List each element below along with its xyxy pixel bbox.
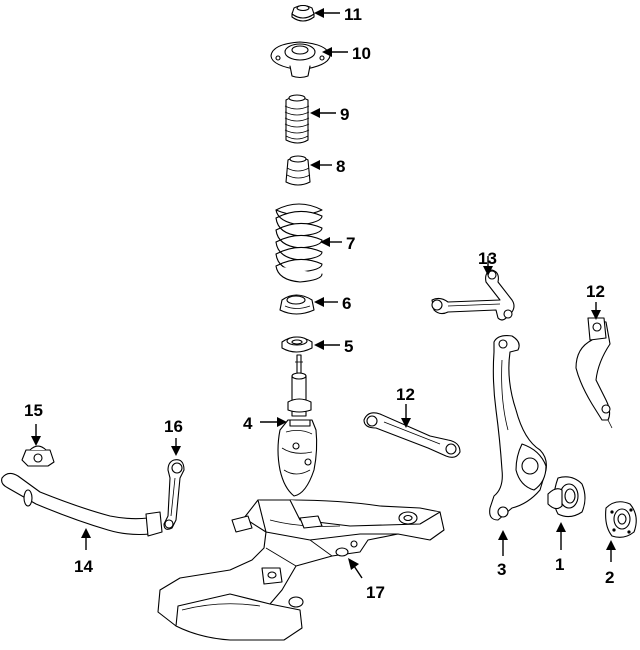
svg-text:1: 1 [555,555,564,574]
part-16-stabilizer-link[interactable] [163,459,185,530]
svg-text:12: 12 [396,385,415,404]
part-9-dust-boot[interactable] [284,94,310,144]
part-13-upper-control-arm[interactable] [431,269,515,321]
svg-text:16: 16 [164,417,183,436]
svg-text:7: 7 [346,234,355,253]
svg-text:11: 11 [344,5,362,24]
svg-text:2: 2 [605,568,614,587]
callout-15: 15 [24,401,43,446]
svg-text:6: 6 [342,294,351,313]
callout-6: 6 [314,294,351,313]
svg-text:8: 8 [336,157,345,176]
callout-1: 1 [555,522,566,574]
part-7-coil-spring[interactable] [275,203,323,283]
part-15-stabilizer-bushing[interactable] [21,445,55,467]
part-2-wheel-hub[interactable] [605,501,637,538]
callout-3: 3 [497,530,508,579]
part-14-stabilizer-bar[interactable] [1,472,163,537]
part-1-wheel-bearing[interactable] [547,476,586,518]
callout-14: 14 [74,528,93,576]
svg-text:5: 5 [344,337,353,356]
svg-text:9: 9 [340,105,349,124]
callout-5: 5 [314,337,353,356]
callout-8: 8 [310,157,345,176]
callout-17: 17 [348,558,385,602]
svg-text:13: 13 [478,249,497,268]
part-17-crossmember[interactable] [157,499,445,641]
callout-7: 7 [320,234,355,253]
part-8-bump-stop[interactable] [285,155,311,186]
callout-13: 13 [478,249,497,276]
svg-text:15: 15 [24,401,43,420]
callout-11: 11 [314,5,362,24]
callout-4: 4 [243,414,287,433]
part-5-lower-spring-seat[interactable] [281,336,313,353]
svg-text:4: 4 [243,414,253,433]
part-12-lateral-arm-middle[interactable] [363,412,461,458]
svg-text:10: 10 [352,44,371,63]
part-10-strut-mount[interactable] [270,41,331,79]
part-4-strut[interactable] [277,354,318,497]
callout-10: 10 [322,44,371,63]
svg-text:3: 3 [497,560,506,579]
callout-12-middle: 12 [396,385,415,428]
svg-text:14: 14 [74,557,93,576]
part-11-strut-cap[interactable] [291,4,315,22]
callout-12-right: 12 [586,282,605,320]
svg-text:17: 17 [366,583,385,602]
part-6-spring-insulator[interactable] [279,294,315,315]
callout-2: 2 [605,540,616,587]
svg-text:12: 12 [586,282,605,301]
part-12-lateral-arm-right[interactable] [575,317,613,429]
part-3-steering-knuckle[interactable] [489,335,547,521]
callout-16: 16 [164,417,183,456]
callout-9: 9 [310,105,349,124]
